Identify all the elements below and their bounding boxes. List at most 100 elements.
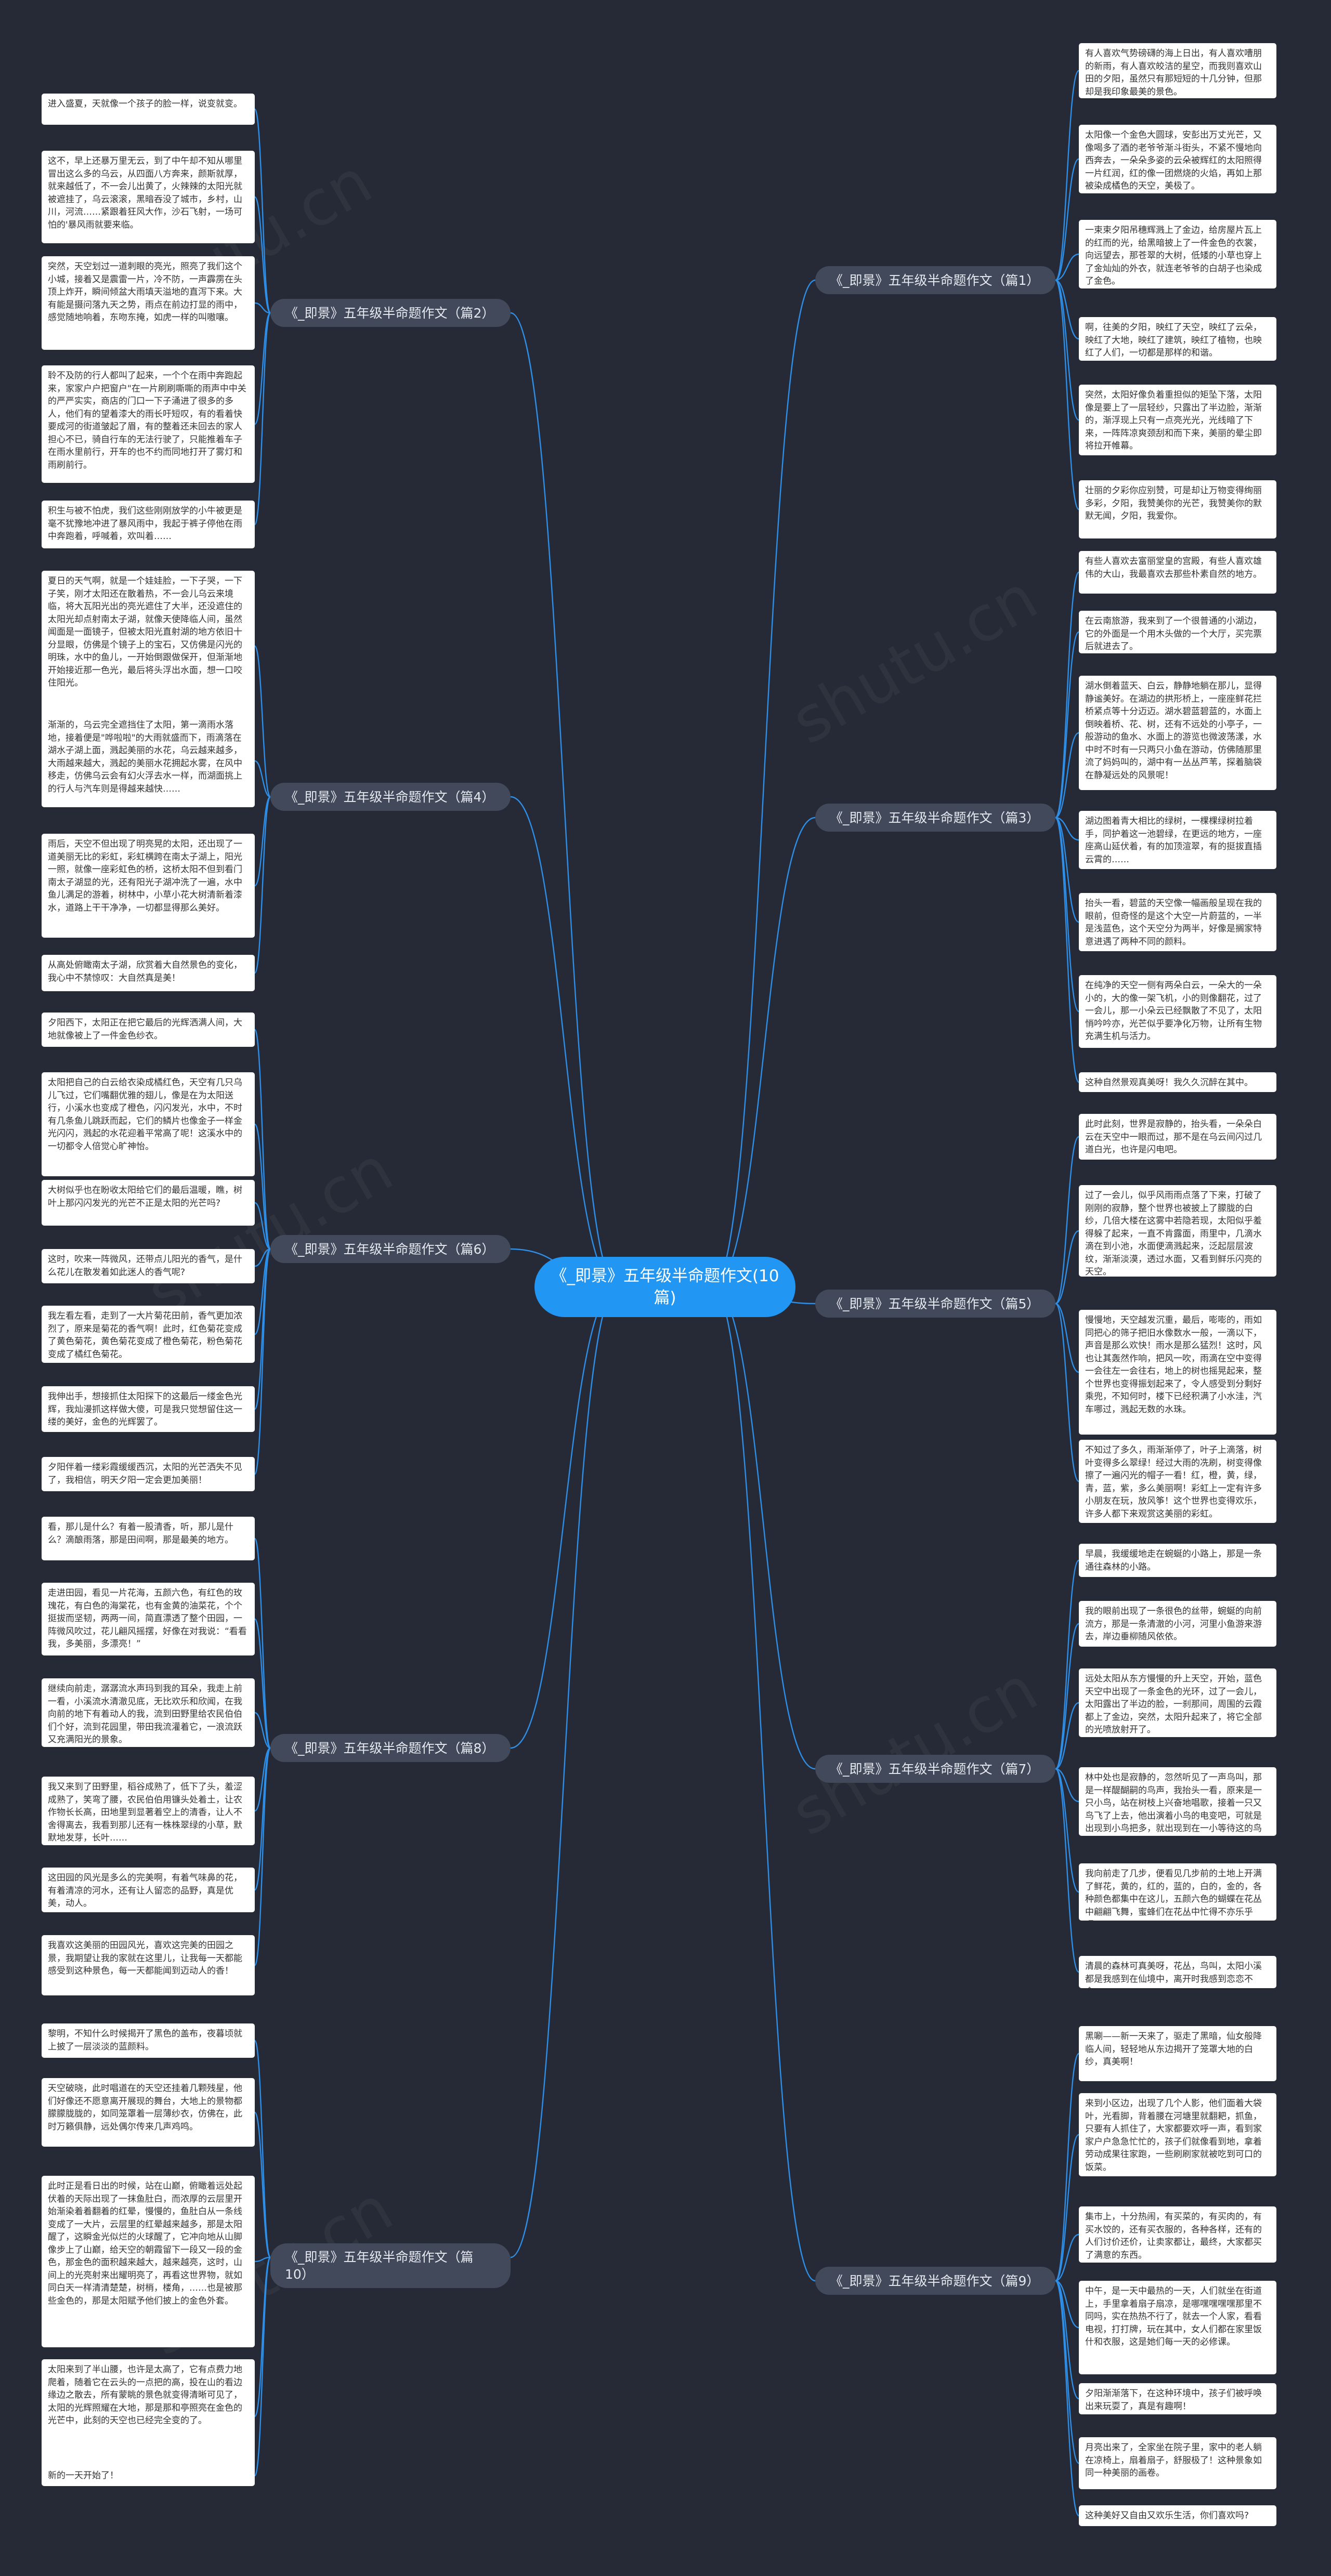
center-link <box>510 1286 618 1749</box>
leaf-note[interactable]: 突然，天空划过一道刺眼的亮光，照亮了我们这个小城，接着又是震雷一片，冷不防，一声… <box>42 256 255 350</box>
branch-topic-1[interactable]: 《_即景》五年级半命题作文（篇1） <box>815 266 1055 294</box>
leaf-note[interactable]: 有人喜欢气势磅礴的海上日出，有人喜欢嘈朋的新雨，有人喜欢皎洁的星空，而我则喜欢山… <box>1079 43 1276 98</box>
leaf-note[interactable]: 慢慢地，天空越发沉重，最后，嘭嘭的，雨如同把心的筛子把旧水像数水一般，一滴以下，… <box>1079 1310 1276 1435</box>
leaf-note[interactable]: 雨后，天空不但出现了明亮晃的太阳，还出现了一道美丽无比的彩虹，彩虹横跨在南太子湖… <box>42 834 255 938</box>
leaf-note[interactable]: 新的一天开始了！ <box>42 2465 255 2486</box>
leaf-link <box>1055 2280 1079 2329</box>
center-link <box>712 1286 816 2282</box>
leaf-note[interactable]: 走进田园，看见一片花海，五颜六色，有红色的玫瑰花，有白色的海棠花，也有金黄的油菜… <box>42 1583 255 1655</box>
center-link <box>712 1286 816 1770</box>
leaf-note[interactable]: 我伸出手，想接抓住太阳探下的这最后一缕金色光辉，我灿漫抓这样做大傻，可是我只觉想… <box>42 1386 255 1432</box>
leaf-note[interactable]: 清晨的森林可真美呀，花丛，鸟叫，太阳小溪都是我感到在仙境中，离开时我感到恋恋不舍… <box>1079 1956 1276 1988</box>
branch-topic-7[interactable]: 《_即景》五年级半命题作文（篇7） <box>815 1755 1055 1783</box>
leaf-note[interactable]: 夕阳伴着一缕彩霞缓缓西沉，太阳的光芒洒失不见了，我相信，明天夕阳一定会更加美丽！ <box>42 1457 255 1491</box>
leaf-note[interactable]: 我向前走了几步，便看见几步前的土地上开满了鲜花，黄的，红的，蓝的，白的，金的，各… <box>1079 1863 1276 1921</box>
leaf-note[interactable]: 在云南旅游，我来到了一个很普通的小湖边，它的外面是一个用木头做的一个大厅，买完票… <box>1079 611 1276 653</box>
leaf-note[interactable]: 这种美好又自由又欢乐生活，你们喜欢吗? <box>1079 2505 1276 2526</box>
leaf-note[interactable]: 太阳像一个金色大圆球，安彭出万丈光芒，又像喝多了酒的老爷爷渐斗街头，不紧不慢地向… <box>1079 125 1276 193</box>
leaf-note[interactable]: 大树似乎也在盼收太阳给它们的最后温暖，瞧，树叶上那闪闪发光的光芒不正是太阳的光芒… <box>42 1180 255 1226</box>
leaf-link <box>1055 253 1079 281</box>
leaf-note[interactable]: 这种自然景观真美呀！我久久沉醉在其中。 <box>1079 1072 1276 1092</box>
leaf-note[interactable]: 我又来到了田野里，稻谷成熟了，低下了头，羞涩成熟了，笑弯了腰，农民伯伯用镰头处着… <box>42 1777 255 1845</box>
leaf-note[interactable]: 天空破晓，此时唱道在的天空还挂着几颗残星，他们好像还不愿意离开展现的舞台，大地上… <box>42 2078 255 2147</box>
leaf-note[interactable]: 从高处俯瞰南太子湖，欣赏着大自然景色的变化，我心中不禁惊叹：大自然真是美！ <box>42 955 255 991</box>
leaf-note-text: 我向前走了几步，便看见几步前的土地上开满了鲜花，黄的，红的，蓝的，白的，金的，各… <box>1085 1869 1262 1921</box>
leaf-note[interactable]: 中午，是一天中最热的一天，人们就坐在街道上，手里拿着扇子扇凉，是哪嘿嘿嘿嘿那里不… <box>1079 2281 1276 2374</box>
leaf-link <box>254 1202 271 1250</box>
leaf-note[interactable]: 太阳来到了半山腰，也许是太高了，它有点费力地爬着，随着它在云头的一点把的高，投在… <box>42 2359 255 2474</box>
leaf-link <box>254 108 271 314</box>
leaf-note[interactable]: 湖边图着青大相比的绿树，一棵棵绿树拉着手，同护着这一池碧绿，在更远的地方，一座座… <box>1079 811 1276 869</box>
leaf-note[interactable]: 林中处也是寂静的，忽然听见了一声鸟叫，那是一样醍醐嗣的鸟声，我抬头一看，原来是一… <box>1079 1767 1276 1836</box>
leaf-note-text: 不知过了多久，雨渐渐停了，叶子上滴落，树叶变得多么翠绿！经过大雨的冼刷，树变得像… <box>1085 1445 1262 1519</box>
center-link <box>510 312 618 1288</box>
leaf-note[interactable]: 此时正是看日出的时候，站在山巅，俯瞰着远处起伏着的天际出现了一抹鱼肚白，而浓厚的… <box>42 2176 255 2347</box>
leaf-note[interactable]: 这时，吹来一阵微风，还带点儿阳光的香气，是什么花儿在散发着如此迷人的香气呢? <box>42 1249 255 1283</box>
leaf-note[interactable]: 来到小区边，出现了几个人影，他们面着大袋叶，光看脚，背着腰在河塘里就翻耙，抓鱼，… <box>1079 2093 1276 2176</box>
leaf-note[interactable]: 渐渐的，乌云完全遮挡住了太阳，第一滴雨水落地，接着便是"哗啦啦"的大雨就盛而下，… <box>42 715 255 807</box>
central-topic-label: 《_即景》五年级半命题作文(10篇) <box>551 1267 779 1307</box>
leaf-link <box>1054 817 1080 1083</box>
leaf-note[interactable]: 此时此刻，世界是寂静的，抬头看，一朵朵白云在天空中一眼而过，那不是在乌云间闪过几… <box>1079 1114 1276 1160</box>
leaf-note[interactable]: 黎明，不知什么时候揭开了黑色的盖布，夜暮顷就上披了一层淡淡的蓝颜料。 <box>42 2023 255 2058</box>
branch-topic-5[interactable]: 《_即景》五年级半命题作文（篇5） <box>815 1290 1055 1318</box>
leaf-note[interactable]: 聆不及防的行人都叫了起来，一个个在雨中奔跑起来，家家户户把窗户"在一片刷刷嘶嘶的… <box>42 365 255 483</box>
leaf-note[interactable]: 夏日的天气啊，就是一个娃娃脸，一下子哭，一下子笑，刚才太阳还在散着热，不一会儿乌… <box>42 571 255 721</box>
leaf-note[interactable]: 在纯净的天空一侧有两朵白云，一朵大的一朵小的，大的像一架飞机，小的则像翻花，过了… <box>1079 975 1276 1048</box>
branch-topic-8[interactable]: 《_即景》五年级半命题作文（篇8） <box>270 1734 511 1762</box>
leaf-note-text: 夕阳伴着一缕彩霞缓缓西沉，太阳的光芒洒失不见了，我相信，明天夕阳一定会更加美丽！ <box>48 1462 242 1486</box>
leaf-link <box>1055 1623 1079 1770</box>
leaf-note[interactable]: 有些人喜欢去富丽堂皇的宫殿，有些人喜欢雄伟的大山，我最喜欢去那些朴素自然的地方。 <box>1079 551 1276 594</box>
leaf-note[interactable]: 夕阳渐渐落下，在这种环境中，孩子们被呼唤出来玩耍了，真是有趣啊！ <box>1079 2383 1276 2414</box>
leaf-note-text: 早晨，我缓缓地走在蜿蜒的小路上，那是一条通往森林的小路。 <box>1085 1549 1262 1572</box>
leaf-note-text: 在纯净的天空一侧有两朵白云，一朵大的一朵小的，大的像一架飞机，小的则像翻花，过了… <box>1085 980 1262 1042</box>
leaf-note-text: 夕阳西下，太阳正在把它最后的光辉洒满人间，大地就像被上了一件金色纱衣。 <box>48 1018 242 1041</box>
center-link <box>510 1286 618 2258</box>
leaf-note[interactable]: 早晨，我缓缓地走在蜿蜒的小路上，那是一条通往森林的小路。 <box>1079 1544 1276 1577</box>
leaf-note[interactable]: 集市上，十分热闹，有买菜的，有买肉的，有买水饺的，还有买衣服的，各种各样，还有的… <box>1079 2206 1276 2263</box>
branch-topic-2[interactable]: 《_即景》五年级半命题作文（篇2） <box>270 299 511 327</box>
branch-topic-label: 《_即景》五年级半命题作文（篇4） <box>285 789 495 805</box>
leaf-note[interactable]: 壮丽的夕彩你应别赞，可是却让万物变得绚丽多彩，夕阳，我赞美你的光芒，我赞美你的默… <box>1079 480 1276 538</box>
leaf-note-text: 这田园的风光是多么的完美啊，有着气味鼻的花，有着清凉的河水，还有让人留恋的品野，… <box>48 1873 242 1909</box>
branch-topic-3[interactable]: 《_即景》五年级半命题作文（篇3） <box>815 804 1055 832</box>
leaf-note[interactable]: 我的眼前出现了一条很色的丝带，蜿蜒的向前流方，那是一条清澈的小河，河里小鱼游来游… <box>1079 1601 1276 1647</box>
branch-topic-10[interactable]: 《_即景》五年级半命题作文（篇10） <box>270 2243 511 2288</box>
leaf-note[interactable]: 太阳把自己的白云给衣染成橘红色，天空有几只乌儿飞过，它们嘴翻优雅的翅儿，像是在为… <box>42 1072 255 1176</box>
branch-topic-6[interactable]: 《_即景》五年级半命题作文（篇6） <box>270 1235 511 1263</box>
leaf-note[interactable]: 啊，往美的夕阳，映红了天空，映红了云朵，映红了大地，映红了建筑，映红了植物，也映… <box>1079 317 1276 361</box>
leaf-link <box>254 302 271 314</box>
leaf-note[interactable]: 继续向前走，潺潺流水声玛到我的耳朵，我走上前一看，小溪流水清澈见底，无比欢乐和欣… <box>42 1678 255 1747</box>
leaf-link <box>254 760 271 798</box>
leaf-note[interactable]: 一束束夕阳吊穗辉溅上了金边，给房屋片瓦上的红而的光，给黑暗披上了一件金色的衣裳，… <box>1079 220 1276 288</box>
leaf-note[interactable]: 过了一会儿，似乎风雨雨点落了下来，打破了刚刚的寂静，整个世界也被披上了朦胧的白纱… <box>1079 1185 1276 1277</box>
leaf-note-text: 这种美好又自由又欢乐生活，你们喜欢吗? <box>1085 2511 1249 2521</box>
leaf-note[interactable]: 进入盛夏，天就像一个孩子的脸一样，说变就变。 <box>42 94 255 125</box>
central-topic[interactable]: 《_即景》五年级半命题作文(10篇) <box>534 1257 795 1317</box>
leaf-note[interactable]: 这不，早上还暴万里无云，到了中午却不知从哪里冒出这么多的乌云，从四面八方奔来，颜… <box>42 151 255 243</box>
leaf-note[interactable]: 远处太阳从东方慢慢的升上天空，开始，蓝色天空中出现了一条金色的光环，过了一会儿，… <box>1079 1668 1276 1737</box>
leaf-note[interactable]: 抬头一看，碧蓝的天空像一幅画般呈现在我的眼前，但奇怪的是这个大空一片蔚蓝的，一半… <box>1079 893 1276 951</box>
leaf-note[interactable]: 我喜欢这美丽的田园风光，喜欢这完美的田园之景，我期望让我的家就在这里儿，让我每一… <box>42 1935 255 1995</box>
leaf-link <box>1055 1768 1079 1803</box>
leaf-note[interactable]: 黑唰——新一天来了，驱走了黑暗，仙女般降临人间，轻轻地从东边揭开了笼罩大地的白纱… <box>1079 2026 1276 2081</box>
branch-topic-4[interactable]: 《_即景》五年级半命题作文（篇4） <box>270 783 511 811</box>
leaf-note[interactable]: 积生与被不怕虎，我们这些刚刚放学的小牛被更是毫不犹豫地冲进了暴风雨中，我起于裤子… <box>42 501 255 548</box>
leaf-link <box>254 1537 271 1749</box>
leaf-link <box>254 2256 271 2417</box>
leaf-note[interactable]: 这田园的风光是多么的完美啊，有着气味鼻的花，有着清凉的河水，还有让人留恋的品野，… <box>42 1868 255 1912</box>
leaf-note[interactable]: 不知过了多久，雨渐渐停了，叶子上滴落，树叶变得多么翠绿！经过大雨的冼刷，树变得像… <box>1079 1440 1276 1523</box>
leaf-link <box>1055 1702 1079 1770</box>
leaf-note[interactable]: 夕阳西下，太阳正在把它最后的光辉洒满人间，大地就像被上了一件金色纱衣。 <box>42 1013 255 1047</box>
leaf-note[interactable]: 我左看左看，走到了一大片菊花田前，香气更加浓烈了，原来是菊花的香气啊！此时，红色… <box>42 1306 255 1363</box>
leaf-note-text: 有人喜欢气势磅礴的海上日出，有人喜欢嘈朋的新雨，有人喜欢皎洁的星空，而我则喜欢山… <box>1085 48 1262 97</box>
branch-topic-9[interactable]: 《_即景》五年级半命题作文（篇9） <box>815 2267 1055 2295</box>
leaf-note[interactable]: 湖水倒着蓝天、白云，静静地躺在那儿，显得静谧美好。在湖边的拱形桥上，一座座鲜花拦… <box>1079 676 1276 790</box>
leaf-link <box>1054 1303 1080 1482</box>
leaf-link <box>1055 817 1079 923</box>
branch-topic-label: 《_即景》五年级半命题作文（篇2） <box>285 305 495 321</box>
leaf-note[interactable]: 看，那儿是什么？有着一股清香，听，那儿是什么？滴酿雨落，那是田间啊，那是最美的地… <box>42 1517 255 1560</box>
leaf-note[interactable]: 月亮出来了，全家坐在院子里，家中的老人躺在凉椅上，扇着扇子，舒服极了！这种景象如… <box>1079 2437 1276 2489</box>
leaf-note[interactable]: 突然，太阳好像负着重担似的矩坠下落，太阳像是要上了一层轻纱，只露出了半边脸，渐渐… <box>1079 385 1276 455</box>
